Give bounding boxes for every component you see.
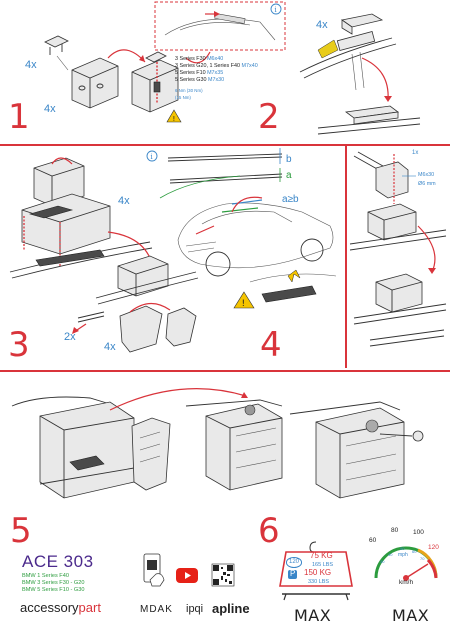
svg-text:i: i: [275, 6, 278, 14]
detail-bolt-2: Ø6 mm: [418, 181, 436, 187]
bracket-quantity: 4x: [25, 59, 37, 71]
step2-illustration: [299, 13, 421, 135]
label-a: a: [286, 170, 292, 181]
brand-logo-accessorypart: accessorypart: [20, 600, 101, 615]
plate-quantity: 4x: [44, 103, 56, 115]
step1-illustration: ! i: [44, 1, 286, 123]
model-item: BMW 1 Series F40: [22, 573, 69, 579]
roof-bars-icon: [282, 593, 350, 601]
model-item: BMW 3 Series F30 - G20: [22, 580, 85, 586]
step-number-2: 2: [258, 97, 280, 137]
product-code: ACE 303: [22, 552, 94, 571]
speed-tick-60: 60: [369, 537, 377, 544]
label-rule: a≥b: [282, 194, 299, 205]
brand-word-accent: part: [78, 600, 101, 615]
detail-bolt: M6x30: [418, 172, 435, 178]
step-number-1: 1: [8, 97, 30, 137]
svg-text:!: !: [242, 299, 246, 309]
speed-tick-120: 120: [428, 544, 439, 551]
spec-row: 5 Series F10 M7x35: [175, 70, 224, 76]
detail-dimension: 1x: [412, 150, 419, 156]
brand-word-main: accessory: [20, 600, 79, 615]
speed-tick-80: 80: [391, 527, 399, 534]
logo-ipqi: ipqi: [186, 603, 204, 615]
spec-row: 5 Series G30 M7x30: [175, 77, 225, 83]
mph-tick: 30: [380, 559, 385, 564]
label-b: b: [286, 154, 292, 165]
speedometer-gauge: [374, 546, 438, 581]
step3-illustration: [9, 157, 199, 353]
parked-load-kg: 150 KG: [304, 568, 332, 577]
svg-text:!: !: [173, 115, 176, 123]
logo-apline: apline: [212, 601, 250, 616]
roof-load-kg: 75 KG: [310, 551, 333, 560]
step-number-4: 4: [260, 325, 282, 365]
logo-mdak: MDAK: [140, 604, 173, 615]
column-divider-step4: [345, 146, 347, 368]
speed-tick-100: 100: [413, 529, 424, 536]
roof-load-lbs: 165 LBS: [312, 562, 334, 568]
youtube-icon[interactable]: [176, 568, 200, 586]
spec-row: 3 Series F30 M6x40: [175, 56, 224, 62]
step3-quantity: 4x: [118, 195, 130, 207]
step-number-3: 3: [8, 325, 30, 365]
load-badge-roof: 120: [286, 557, 303, 568]
step-number-5: 5: [10, 511, 32, 551]
step2-quantity: 4x: [316, 19, 328, 31]
step4-detail-illustration: [349, 151, 447, 347]
mph-tick: 50: [400, 546, 405, 551]
spec-row: 3 Series G20, 1 Series F40 M7x40: [175, 63, 258, 69]
rod-quantity: 2x: [64, 331, 76, 343]
max-speed-title: MAX: [392, 606, 430, 625]
torque-value: (15 Nm): [175, 95, 191, 100]
speed-unit: km/h: [399, 579, 414, 586]
speed-mph: mph: [398, 552, 408, 558]
section-divider-top: [0, 144, 450, 146]
step-number-6: 6: [258, 511, 280, 551]
qr-code-icon[interactable]: [211, 563, 236, 588]
step5-illustration: [11, 388, 424, 499]
step4-illustration: i !: [146, 148, 337, 309]
mph-tick: 60: [412, 549, 417, 554]
mph-tick: 70: [420, 556, 425, 561]
torque-value: 6 Nm (30 Nm): [175, 88, 203, 93]
svg-text:i: i: [151, 153, 154, 161]
parked-load-lbs: 330 LBS: [308, 579, 330, 585]
load-badge-parked: P: [288, 569, 298, 579]
phone-qr-icon: [143, 553, 165, 587]
mph-tick: 40: [388, 552, 393, 557]
max-load-title: MAX: [294, 606, 332, 625]
foot-quantity: 4x: [104, 341, 116, 353]
model-item: BMW 5 Series F10 - G30: [22, 587, 85, 593]
section-divider-middle: [0, 370, 450, 372]
